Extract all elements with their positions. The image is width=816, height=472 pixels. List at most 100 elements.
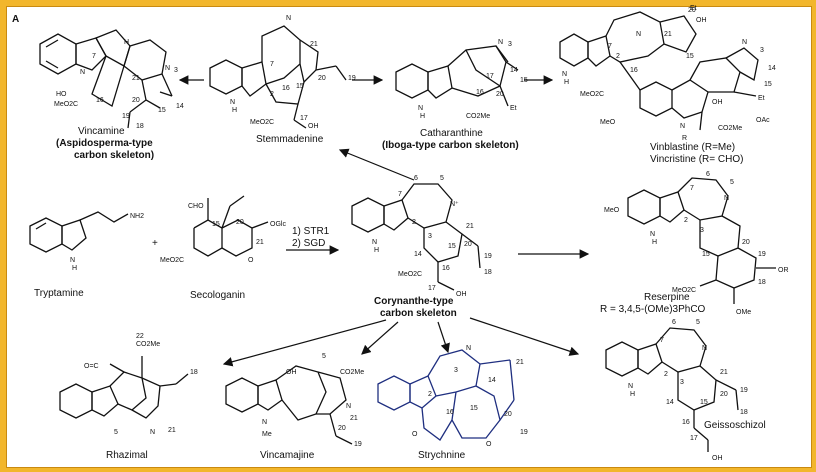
svg-text:H: H [652, 239, 657, 246]
svg-text:16: 16 [96, 97, 104, 104]
svg-text:N: N [466, 345, 471, 352]
svg-text:15: 15 [686, 53, 694, 60]
vincamine-ho: HO [56, 91, 67, 98]
panel-label: A [12, 14, 19, 25]
svg-text:N: N [628, 383, 633, 390]
svg-text:N: N [70, 257, 75, 264]
catharanthine-et: Et [510, 105, 517, 112]
svg-text:21: 21 [350, 415, 358, 422]
svg-text:N: N [418, 105, 423, 112]
svg-text:2: 2 [684, 217, 688, 224]
svg-text:21: 21 [256, 239, 264, 246]
vincamine-note-2: carbon skeleton) [74, 150, 154, 161]
svg-text:H: H [374, 247, 379, 254]
svg-text:N: N [262, 419, 267, 426]
svg-text:21: 21 [132, 75, 140, 82]
reserpine-name: Reserpine [644, 292, 690, 303]
svg-text:O: O [412, 431, 418, 438]
svg-text:19: 19 [520, 429, 528, 436]
svg-text:H: H [420, 113, 425, 120]
catharanthine-ester: CO2Me [466, 113, 490, 120]
vinblastine-structure: N H 7 2 N 21 20 15 16 OH Et MeO2C MeO N … [559, 5, 776, 142]
vincamajine-ester: CO2Me [340, 369, 364, 376]
vinblastine-r: R [682, 135, 687, 142]
geissoschizol-structure: N H N 6 5 7 2 3 21 20 19 18 15 14 16 17 … [605, 319, 748, 462]
svg-text:16: 16 [446, 409, 454, 416]
stemmadenine-name: Stemmadenine [256, 134, 324, 145]
svg-text:2: 2 [616, 53, 620, 60]
svg-text:20: 20 [742, 239, 750, 246]
svg-text:H: H [72, 265, 77, 272]
step-sgd: 2) SGD [292, 238, 325, 249]
svg-text:5: 5 [696, 319, 700, 326]
svg-text:21: 21 [720, 369, 728, 376]
svg-text:N⁺: N⁺ [450, 201, 459, 208]
secologanin-oglc: OGlc [270, 221, 286, 228]
svg-text:3: 3 [680, 379, 684, 386]
svg-text:16: 16 [282, 85, 290, 92]
arrow-to-vincamajine [361, 321, 399, 355]
svg-text:14: 14 [768, 65, 776, 72]
tryptamine-nh2: NH2 [130, 213, 144, 220]
svg-text:19: 19 [740, 387, 748, 394]
svg-text:16: 16 [630, 67, 638, 74]
svg-text:17: 17 [428, 285, 436, 292]
svg-text:20: 20 [464, 241, 472, 248]
svg-text:20: 20 [504, 411, 512, 418]
plus-sign: + [152, 238, 158, 249]
vincamajine-oh: OH [286, 369, 297, 376]
secologanin-ester: MeO2C [160, 257, 184, 264]
arrow-to-stemmadenine [338, 148, 415, 181]
svg-text:17: 17 [300, 115, 308, 122]
svg-text:N: N [724, 195, 729, 202]
svg-text:15: 15 [700, 399, 708, 406]
svg-text:6: 6 [414, 175, 418, 182]
vincamajine-name: Vincamajine [260, 450, 315, 461]
svg-text:N: N [636, 31, 641, 38]
svg-text:H: H [124, 39, 129, 46]
vincamajine-structure: OH CO2Me N Me N 5 21 20 19 [225, 353, 364, 448]
svg-text:20: 20 [236, 219, 244, 226]
svg-text:20: 20 [132, 97, 140, 104]
svg-text:N: N [702, 345, 707, 352]
vinblastine-oh-top: OH [696, 17, 707, 24]
svg-text:N: N [498, 39, 503, 46]
svg-text:14: 14 [510, 67, 518, 74]
svg-text:15: 15 [520, 77, 528, 84]
svg-text:N: N [562, 71, 567, 78]
strychnine-structure: O O N 3 14 15 20 21 2 16 19 [377, 345, 528, 448]
svg-text:N: N [80, 69, 85, 76]
corynanthe-name: Corynanthe-type [374, 296, 454, 307]
svg-text:19: 19 [354, 441, 362, 448]
svg-text:14: 14 [414, 251, 422, 258]
arrow-to-geissoschizol [469, 317, 580, 356]
svg-text:2: 2 [664, 371, 668, 378]
secologanin-name: Secologanin [190, 290, 245, 301]
svg-text:15: 15 [702, 251, 710, 258]
vinblastine-ester: CO2Me [718, 125, 742, 132]
svg-text:7: 7 [608, 43, 612, 50]
svg-text:2: 2 [428, 391, 432, 398]
svg-text:15: 15 [448, 243, 456, 250]
geissoschizol-name: Geissoschizol [704, 420, 766, 431]
vinblastine-meo: MeO [600, 119, 616, 126]
svg-text:19: 19 [122, 113, 130, 120]
vinblastine-et: Et [758, 95, 765, 102]
svg-text:21: 21 [310, 41, 318, 48]
svg-text:21: 21 [168, 427, 176, 434]
svg-text:18: 18 [740, 409, 748, 416]
svg-text:3: 3 [454, 367, 458, 374]
svg-text:20: 20 [496, 91, 504, 98]
svg-text:2: 2 [412, 219, 416, 226]
reserpine-structure: MeO N H N 5 6 7 2 3 20 19 18 15 OR OMe M… [604, 171, 789, 316]
vincamine-name: Vincamine [78, 126, 125, 137]
svg-text:5: 5 [114, 429, 118, 436]
svg-text:15: 15 [158, 107, 166, 114]
secologanin-cho: CHO [188, 203, 204, 210]
svg-text:N: N [650, 231, 655, 238]
reserpine-meo: MeO [604, 207, 620, 214]
vincamine-structure: 7 N H 21 N 3 16 20 15 14 19 18 HO MeO2C [39, 29, 184, 130]
svg-text:18: 18 [190, 369, 198, 376]
reserpine-ester: MeO2C [672, 287, 696, 294]
geissoschizol-oh: OH [712, 455, 723, 462]
